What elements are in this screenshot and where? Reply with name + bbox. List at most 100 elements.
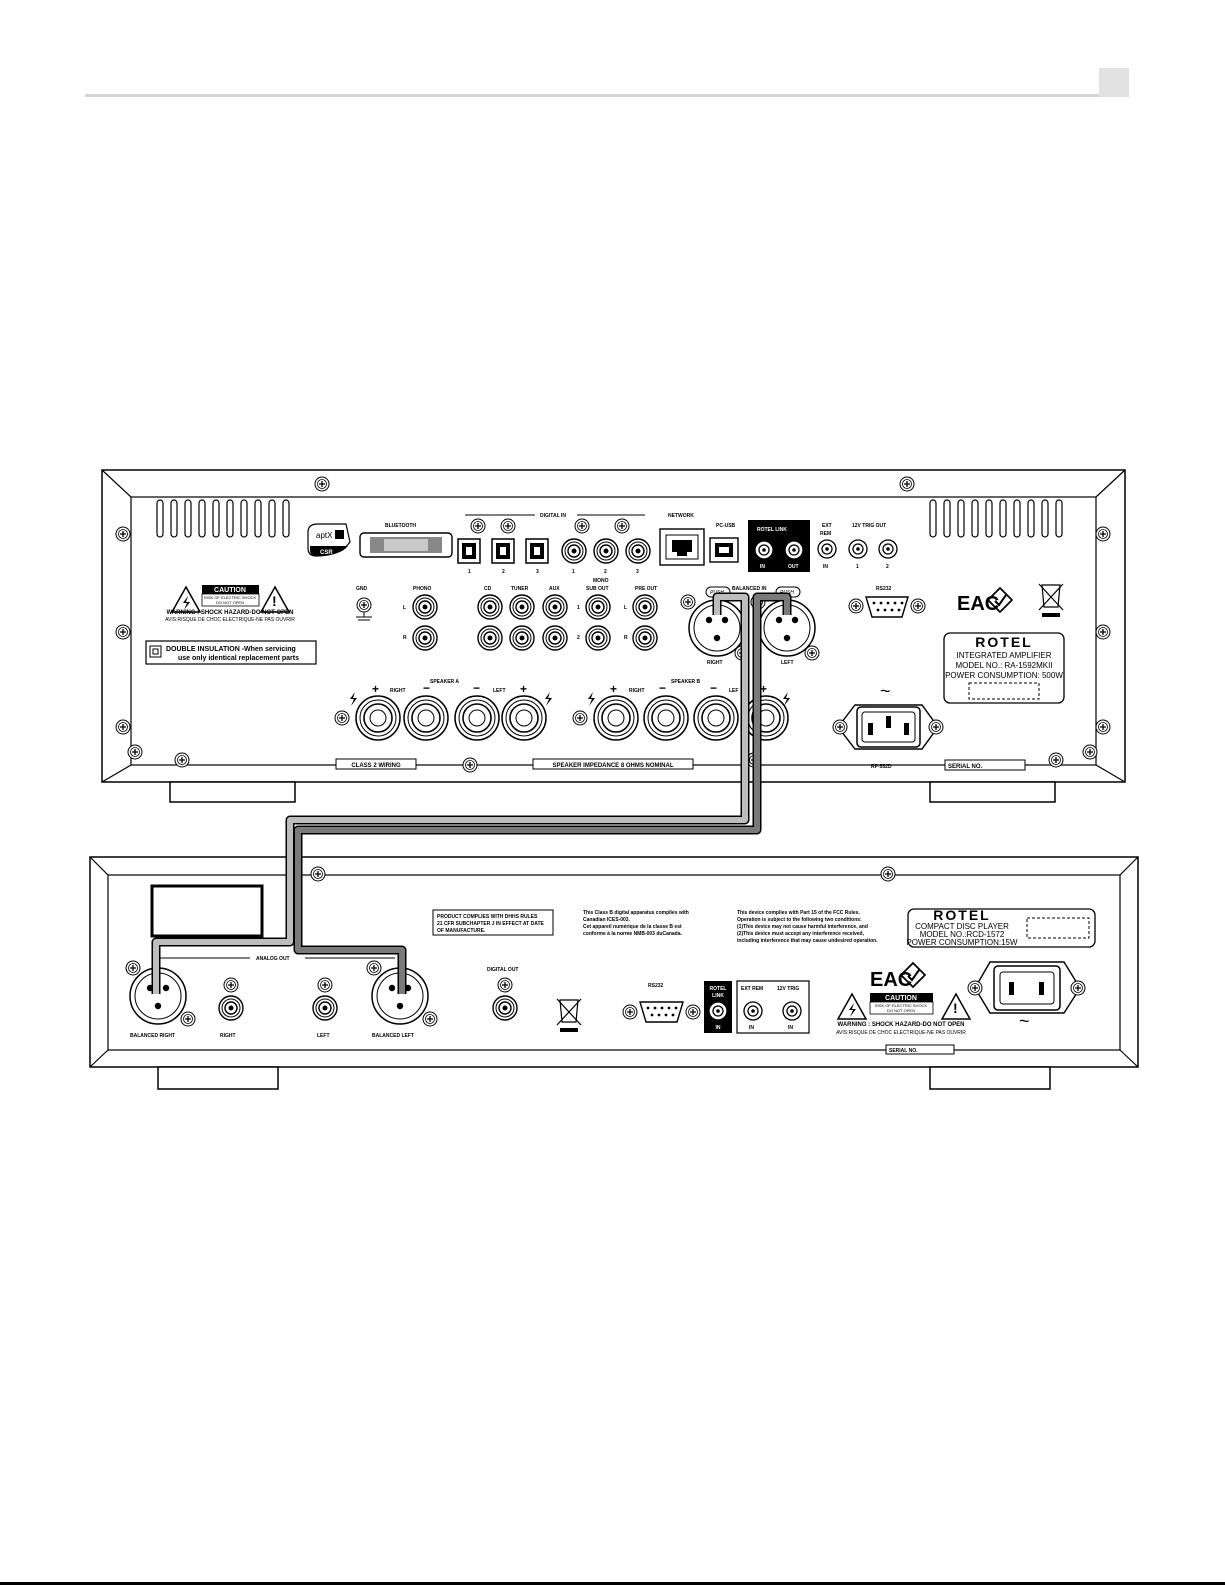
svg-text:MONO: MONO [593, 578, 609, 584]
svg-text:RIGHT: RIGHT [220, 1033, 236, 1039]
speaker-b-right-plus[interactable] [593, 695, 639, 741]
trig-out-2-jack[interactable] [878, 539, 898, 559]
pre-out-right-jack[interactable] [632, 625, 658, 651]
usb-port[interactable] [709, 537, 739, 563]
tuner-right-jack[interactable] [509, 625, 535, 651]
svg-text:RS232: RS232 [648, 983, 664, 989]
svg-text:3: 3 [636, 569, 639, 575]
svg-text:SUB OUT: SUB OUT [586, 586, 609, 592]
amp-model-label: ROTEL INTEGRATED AMPLIFIER MODEL NO.: RA… [943, 632, 1065, 704]
trig-out-label: 12V TRIG OUT [852, 523, 886, 529]
speaker-a-right-plus[interactable] [355, 695, 401, 741]
svg-text:1: 1 [577, 605, 580, 611]
svg-text:CD: CD [484, 586, 492, 592]
digital-in-label: DIGITAL IN [540, 513, 566, 519]
cd-blank-label-box [150, 884, 264, 938]
aux-left-jack[interactable] [542, 594, 568, 620]
phono-right-jack[interactable] [412, 625, 438, 651]
rs232-port[interactable] [848, 596, 926, 618]
svg-text:including interference that ma: including interference that may cause un… [737, 938, 878, 944]
svg-text:3: 3 [536, 569, 539, 575]
cd-rs232-port[interactable] [622, 1001, 701, 1023]
svg-text:R: R [403, 635, 407, 641]
svg-text:IN: IN [760, 564, 765, 570]
svg-text:CAUTION: CAUTION [214, 587, 246, 594]
amp-power-inlet[interactable] [832, 704, 944, 750]
cd-right-jack[interactable] [477, 625, 503, 651]
svg-text:ROTEL LINK: ROTEL LINK [757, 527, 787, 533]
svg-text:IN: IN [788, 1025, 793, 1031]
svg-text:1: 1 [856, 564, 859, 570]
svg-text:ROTEL: ROTEL [975, 634, 1032, 650]
svg-text:SPEAKER IMPEDANCE 8 OHMS NOMIN: SPEAKER IMPEDANCE 8 OHMS NOMINAL [552, 763, 673, 769]
cd-trig-in-jack[interactable] [782, 1001, 802, 1021]
ground-terminal[interactable] [356, 597, 372, 621]
aux-right-jack[interactable] [542, 625, 568, 651]
network-port[interactable] [659, 528, 705, 566]
svg-text:EXT: EXT [822, 523, 832, 529]
ext-rem-jack[interactable] [817, 539, 837, 559]
svg-text:PRODUCT COMPLIES WITH DHHS RUL: PRODUCT COMPLIES WITH DHHS RULES [437, 914, 538, 920]
svg-text:−: − [473, 681, 480, 695]
svg-text:GND: GND [356, 586, 368, 592]
cd-analog-right-jack[interactable] [218, 995, 244, 1021]
rotel-link-out-jack[interactable] [784, 540, 804, 560]
cd-analog-left-jack[interactable] [312, 995, 338, 1021]
speaker-a-right-minus[interactable] [403, 695, 449, 741]
amp-caution-label: ! CAUTION RISK OF ELECTRIC SHOCK DO NOT … [165, 585, 295, 623]
svg-text:AVIS:RISQUE DE CHOC ELECTRIQUE: AVIS:RISQUE DE CHOC ELECTRIQUE-NE PAS OU… [836, 1030, 966, 1036]
svg-text:12V TRIG: 12V TRIG [777, 986, 799, 992]
svg-text:2: 2 [577, 635, 580, 641]
cd-digital-out-jack[interactable] [492, 995, 518, 1021]
optical-input-3[interactable] [525, 538, 549, 564]
svg-text:2: 2 [604, 569, 607, 575]
pre-out-left-jack[interactable] [632, 594, 658, 620]
page-tab-marker [1099, 68, 1129, 97]
svg-text:ROTEL: ROTEL [933, 907, 990, 923]
sub-out-2-jack[interactable] [585, 625, 611, 651]
aptx-logo: aptX CSR [307, 523, 351, 557]
sub-out-1-jack[interactable] [585, 594, 611, 620]
svg-text:RISK OF ELECTRIC SHOCK: RISK OF ELECTRIC SHOCK [875, 1003, 928, 1008]
svg-text:LEFT: LEFT [317, 1033, 330, 1039]
speaker-b-right-minus[interactable] [643, 695, 689, 741]
tuner-left-jack[interactable] [509, 594, 535, 620]
rotel-link-in-jack[interactable] [754, 540, 774, 560]
cd-ext-rem-jack[interactable] [743, 1001, 763, 1021]
coax-input-3[interactable] [625, 538, 651, 564]
svg-text:COMPACT DISC PLAYER: COMPACT DISC PLAYER [915, 922, 1009, 931]
fcc-notice: This device complies with Part 15 of the… [737, 910, 878, 944]
phono-label: PHONO [413, 586, 431, 592]
svg-text:BALANCED LEFT: BALANCED LEFT [372, 1033, 414, 1039]
svg-text:RIGHT: RIGHT [629, 688, 645, 694]
svg-text:1: 1 [572, 569, 575, 575]
svg-text:RIGHT: RIGHT [390, 688, 406, 694]
svg-text:POWER CONSUMPTION:15W: POWER CONSUMPTION:15W [906, 938, 1018, 947]
cd-caution-label: ! CAUTION RISK OF ELECTRIC SHOCK DO NOT … [836, 993, 971, 1036]
svg-text:+: + [760, 682, 767, 696]
speaker-b-left-minus[interactable] [693, 695, 739, 741]
speaker-a-left-minus[interactable] [454, 695, 500, 741]
cd-left-jack[interactable] [477, 594, 503, 620]
speaker-a-left-plus[interactable] [501, 695, 547, 741]
trig-out-1-jack[interactable] [848, 539, 868, 559]
cd-rotel-link-in-jack[interactable] [708, 1001, 728, 1021]
svg-text:MODEL NO.: RA-1592MKII: MODEL NO.: RA-1592MKII [955, 661, 1052, 670]
svg-text:SERIAL NO.: SERIAL NO. [889, 1048, 918, 1054]
coax-input-1[interactable] [561, 538, 587, 564]
coax-input-2[interactable] [593, 538, 619, 564]
svg-text:DIGITAL OUT: DIGITAL OUT [487, 967, 518, 973]
phono-left-jack[interactable] [412, 594, 438, 620]
header-rule [85, 94, 1128, 97]
cd-power-inlet[interactable] [967, 961, 1086, 1014]
svg-text:+: + [372, 682, 379, 696]
optical-input-1[interactable] [457, 538, 481, 564]
svg-text:AVIS:RISQUE DE CHOC ELECTRIQUE: AVIS:RISQUE DE CHOC ELECTRIQUE-NE PAS OU… [165, 617, 295, 623]
speaker-b-left-plus[interactable] [743, 695, 789, 741]
svg-text:2: 2 [886, 564, 889, 570]
svg-text:CSR: CSR [320, 550, 333, 556]
rs232-label: RS232 [876, 586, 892, 592]
optical-input-2[interactable] [491, 538, 515, 564]
svg-text:CLASS 2 WIRING: CLASS 2 WIRING [351, 763, 401, 769]
cd-rotel-link-block: ROTEL LINK IN [704, 981, 732, 1033]
